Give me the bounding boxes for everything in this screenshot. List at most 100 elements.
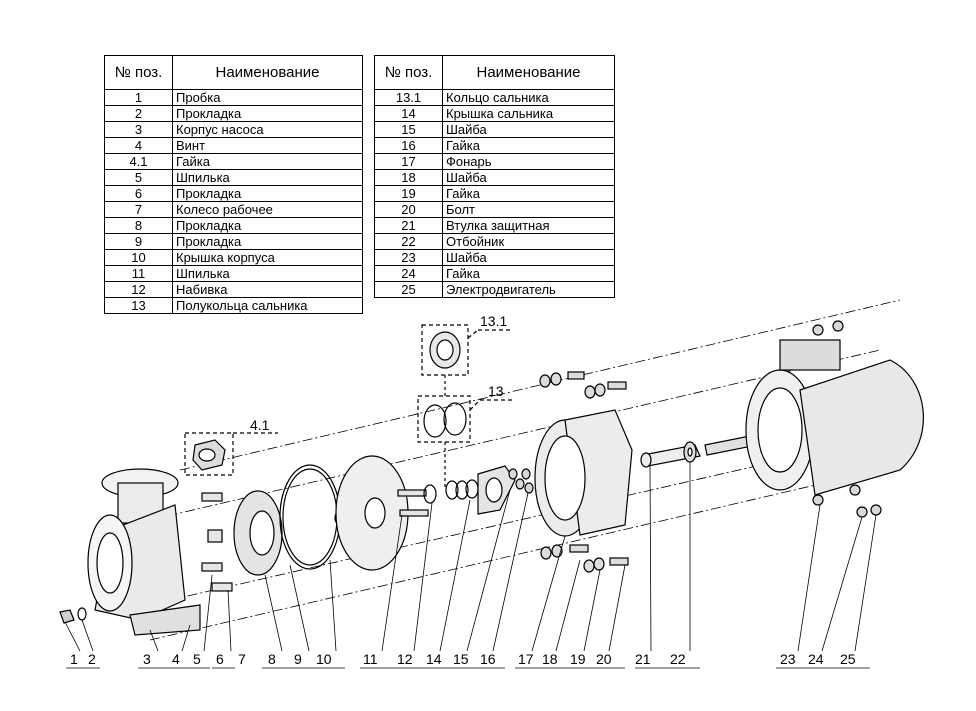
part-name: Шайба <box>442 169 615 186</box>
gland-half-rings-13 <box>423 402 467 438</box>
callout-19: 19 <box>570 651 586 667</box>
position-number: 23 <box>374 249 443 266</box>
part-name: Втулка защитная <box>442 217 615 234</box>
part-name: Электродвигатель <box>442 281 615 298</box>
callout-12: 12 <box>397 651 413 667</box>
plug-and-gasket <box>59 607 87 624</box>
column-header-name: Наименование <box>442 55 615 90</box>
electric-motor <box>704 339 924 496</box>
gland-half-rings-13-detail <box>417 395 512 443</box>
part-name: Отбойник <box>442 233 615 250</box>
part-name: Кольцо сальника <box>442 89 615 106</box>
callout-22: 22 <box>670 651 686 667</box>
column-header-number: № поз. <box>374 55 443 90</box>
callout-18: 18 <box>542 651 558 667</box>
position-number: 21 <box>374 217 443 234</box>
motor-fasteners <box>812 320 882 518</box>
part-name: Гайка <box>442 185 615 202</box>
part-name: Шайба <box>442 121 615 138</box>
callout-13-1: 13.1 <box>480 313 507 329</box>
callout-16: 16 <box>480 651 496 667</box>
part-name: Корпус насоса <box>172 121 363 138</box>
gland-cover <box>477 465 516 515</box>
part-name: Колесо рабочее <box>172 201 363 218</box>
callout-17: 17 <box>518 651 534 667</box>
position-number: 18 <box>374 169 443 186</box>
washers-and-nuts <box>508 468 534 494</box>
callout-8: 8 <box>268 651 276 667</box>
position-number: 20 <box>374 201 443 218</box>
part-name: Прокладка <box>172 185 363 202</box>
part-name: Шайба <box>442 249 615 266</box>
part-name: Крышка корпуса <box>172 249 363 266</box>
casing-cover <box>335 455 409 571</box>
position-number: 16 <box>374 137 443 154</box>
part-name: Крышка сальника <box>442 105 615 122</box>
position-number: 22 <box>374 233 443 250</box>
callout-24: 24 <box>808 651 824 667</box>
part-name: Прокладка <box>172 233 363 250</box>
part-name: Пробка <box>172 89 363 106</box>
part-name: Фонарь <box>442 153 615 170</box>
deflector <box>683 441 697 463</box>
part-name: Болт <box>442 201 615 218</box>
lantern-ring-13-1 <box>429 331 461 369</box>
column-header-number: № поз. <box>104 55 173 90</box>
callout-15: 15 <box>453 651 469 667</box>
callout-11: 11 <box>363 651 378 667</box>
callout-21: 21 <box>635 651 651 667</box>
part-name: Прокладка <box>172 217 363 234</box>
callout-2: 2 <box>88 651 96 667</box>
callout-labels: 4.1 13.1 13 1 2 3 4 5 6 7 8 9 10 11 12 1… <box>70 313 856 667</box>
pump-casing <box>87 468 201 636</box>
callout-9: 9 <box>294 651 302 667</box>
nut-4-1-detail <box>184 432 278 476</box>
position-number: 25 <box>374 281 443 298</box>
callout-1: 1 <box>70 651 78 667</box>
callout-3: 3 <box>143 651 151 667</box>
part-name: Прокладка <box>172 105 363 122</box>
gaskets <box>279 464 346 570</box>
position-number: 13 <box>104 297 173 314</box>
position-number: 10 <box>104 249 173 266</box>
studs <box>201 492 233 592</box>
part-name: Гайка <box>442 137 615 154</box>
leader-lines <box>64 462 877 652</box>
position-number: 4.1 <box>104 153 173 170</box>
callout-4: 4 <box>172 651 180 667</box>
part-name: Гайка <box>172 153 363 170</box>
bracket-fasteners <box>539 371 629 573</box>
position-number: 13.1 <box>374 89 443 106</box>
packing-rings <box>423 479 479 504</box>
part-name: Набивка <box>172 281 363 298</box>
callout-7: 7 <box>238 651 246 667</box>
position-number: 15 <box>374 121 443 138</box>
part-name: Шпилька <box>172 169 363 186</box>
part-name: Полукольца сальника <box>172 297 363 314</box>
callout-10: 10 <box>316 651 332 667</box>
